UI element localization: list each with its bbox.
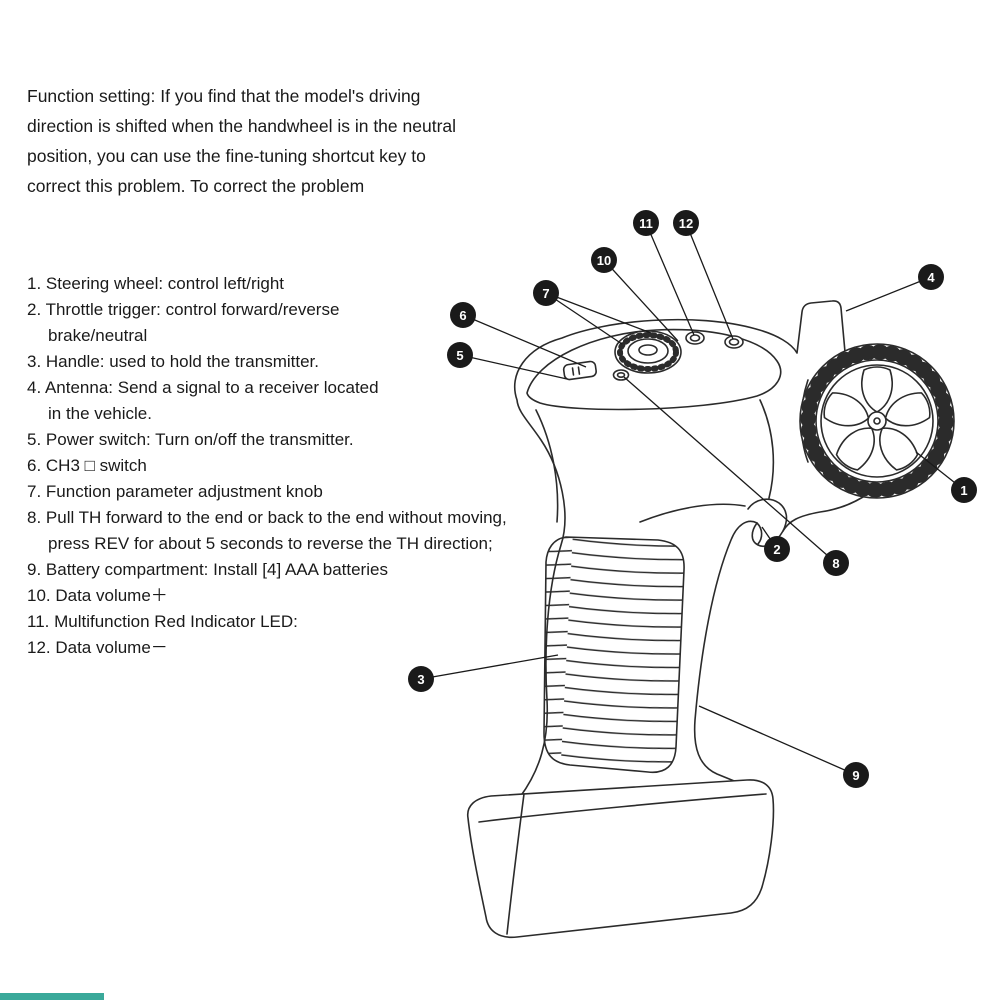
transmitter-line-art — [466, 300, 955, 939]
part-item: 3. Handle: used to hold the transmitter. — [27, 352, 320, 371]
part-item: 9. Battery compartment: Install [4] AAA … — [27, 560, 388, 579]
bottom-strip — [0, 993, 104, 1000]
part-item: 7. Function parameter adjustment knob — [27, 482, 323, 501]
part-item: 8. Pull TH forward to the end or back to… — [27, 508, 507, 553]
part-item: 4. Antenna: Send a signal to a receiver … — [27, 378, 379, 423]
part-item: 5. Power switch: Turn on/off the transmi… — [27, 430, 354, 449]
part-item: 12. Data volume－ — [27, 638, 168, 657]
part-item: 2. Throttle trigger: control forward/rev… — [27, 300, 340, 345]
parts-list: 1. Steering wheel: control left/right 2. … — [27, 271, 627, 661]
part-item: 6. CH3 □ switch — [27, 456, 147, 475]
part-item: 10. Data volume＋ — [27, 586, 168, 605]
intro-text: Function setting: If you find that the m… — [27, 85, 457, 196]
part-item: 1. Steering wheel: control left/right — [27, 274, 285, 293]
part-item: 11. Multifunction Red Indicator LED: — [27, 612, 298, 631]
